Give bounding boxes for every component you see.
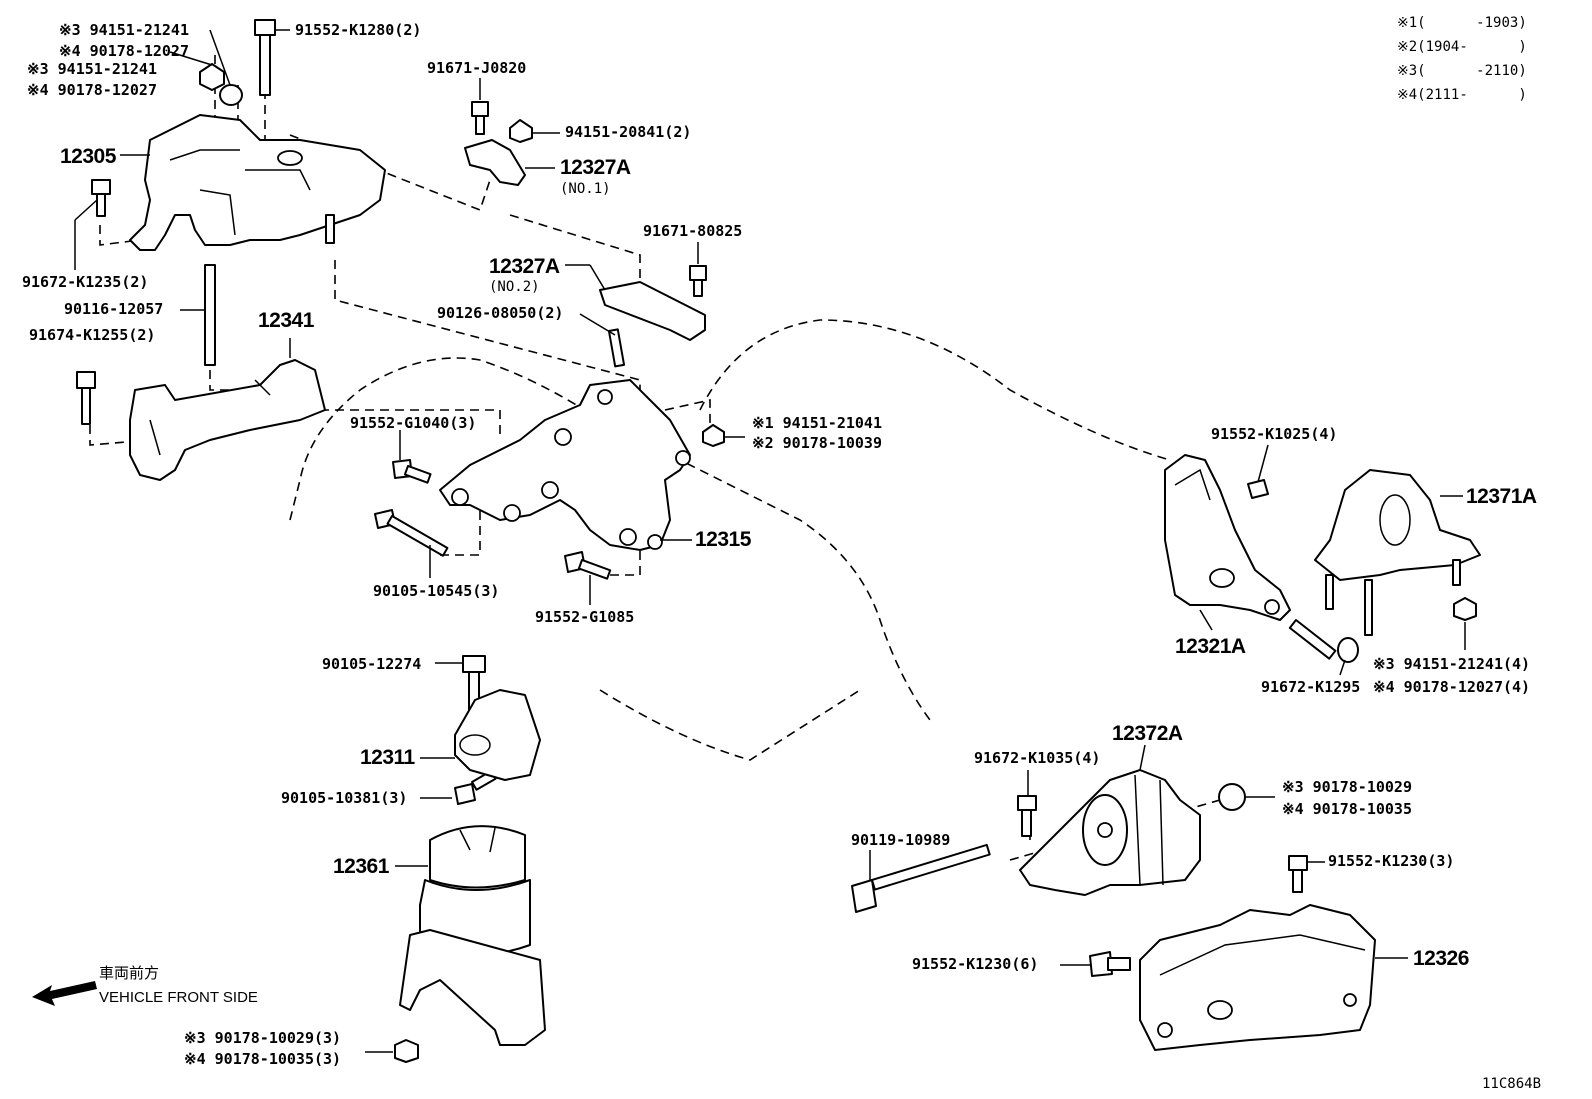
label-fastener-90119-10989: 90119-10989: [851, 831, 951, 849]
vehicle-front-label-jp: 車両前方: [99, 965, 160, 982]
label-fastener-94151-20841: 94151-20841(2): [565, 123, 692, 141]
label-fastener-91552-k1280: 91552-K1280(2): [295, 21, 422, 39]
label-fastener-90178-10029-3: ※3 90178-10029(3): [184, 1029, 342, 1047]
label-fastener-90178-12027-b: ※4 90178-12027: [27, 81, 157, 99]
transmission-outline: [699, 319, 1171, 461]
label-part-12311: 12311: [360, 746, 415, 769]
label-fastener-91552-k1230-3: 91552-K1230(3): [1328, 852, 1455, 870]
part-12321a-shape: [1164, 454, 1291, 621]
label-fastener-94151-21241-a: ※3 94151-21241: [59, 21, 189, 39]
label-fastener-90178-10035-3: ※4 90178-10035(3): [184, 1050, 342, 1068]
label-fastener-90116-12057: 90116-12057: [64, 300, 164, 318]
label-part-12305: 12305: [60, 145, 116, 168]
footnote-2: ※2(1904- ): [1397, 39, 1527, 55]
part-12311-shape: [454, 689, 541, 781]
part-12315-shape: [439, 379, 691, 551]
part-12341-shape: [129, 359, 326, 481]
label-fastener-90105-12274: 90105-12274: [322, 655, 422, 673]
label-fastener-90178-12027-4: ※4 90178-12027(4): [1373, 678, 1531, 696]
label-fastener-91671-80825: 91671-80825: [643, 222, 743, 240]
label-part-12327a-no1: 12327A: [560, 156, 631, 179]
label-fastener-91672-k1035: 91672-K1035(4): [974, 749, 1101, 767]
vehicle-front-arrow-icon: [32, 981, 97, 1006]
label-part-12361: 12361: [333, 855, 389, 878]
label-part-12327a-no2-sub: (NO.2): [489, 279, 540, 295]
footnote-4: ※4(2111- ): [1397, 87, 1527, 103]
label-fastener-91671-j0820: 91671-J0820: [427, 59, 527, 77]
label-fastener-94151-21041: ※1 94151-21041: [752, 414, 882, 432]
leader-lines: [74, 29, 1466, 1053]
part-12327a-2-shape: [599, 281, 706, 341]
nuts: [199, 63, 1477, 1063]
vehicle-front-label-en: VEHICLE FRONT SIDE: [99, 989, 258, 1006]
part-12327a-1-shape: [464, 139, 526, 186]
label-fastener-90178-10035: ※4 90178-10035: [1282, 800, 1412, 818]
label-fastener-91552-k1230-6: 91552-K1230(6): [912, 955, 1039, 973]
label-fastener-91672-k1235: 91672-K1235(2): [22, 273, 149, 291]
label-fastener-90105-10381: 90105-10381(3): [281, 789, 408, 807]
diagram-id: 11C864B: [1482, 1076, 1542, 1092]
part-12361-shape: [399, 825, 546, 1046]
part-12305-shape: [129, 114, 386, 251]
label-fastener-91552-g1085: 91552-G1085: [535, 608, 635, 626]
label-fastener-91552-g1040: 91552-G1040(3): [350, 414, 477, 432]
label-fastener-90126-08050: 90126-08050(2): [437, 304, 564, 322]
label-part-12315: 12315: [695, 528, 751, 551]
stud-shape: [204, 264, 216, 366]
label-part-12341: 12341: [258, 309, 314, 332]
label-fastener-91552-k1025: 91552-K1025(4): [1211, 425, 1338, 443]
label-fastener-94151-21241-4: ※3 94151-21241(4): [1373, 655, 1531, 673]
footnote-3: ※3( -2110): [1397, 63, 1527, 79]
part-12311-detail: [459, 734, 491, 756]
footnote-1: ※1( -1903): [1397, 15, 1527, 31]
label-fastener-94151-21241-b: ※3 94151-21241: [27, 60, 157, 78]
label-fastener-90105-10545: 90105-10545(3): [373, 582, 500, 600]
label-part-12327a-no2: 12327A: [489, 255, 560, 278]
label-fastener-91672-k1295: 91672-K1295: [1261, 678, 1361, 696]
label-fastener-90178-12027-a: ※4 90178-12027: [59, 42, 189, 60]
label-part-12372a: 12372A: [1112, 722, 1183, 745]
part-12371a-shape: [1314, 469, 1481, 636]
part-12326-shape: [1139, 904, 1376, 1051]
label-fastener-90178-10039: ※2 90178-10039: [752, 434, 882, 452]
label-part-12327a-no1-sub: (NO.1): [560, 181, 611, 197]
label-fastener-91674-k1255: 91674-K1255(2): [29, 326, 156, 344]
label-part-12321a: 12321A: [1175, 635, 1246, 658]
label-fastener-90178-10029: ※3 90178-10029: [1282, 778, 1412, 796]
label-part-12326: 12326: [1413, 947, 1469, 970]
part-12372a-shape: [1019, 769, 1201, 896]
engine-lower-outline: [599, 689, 861, 761]
label-part-12371a: 12371A: [1466, 485, 1537, 508]
